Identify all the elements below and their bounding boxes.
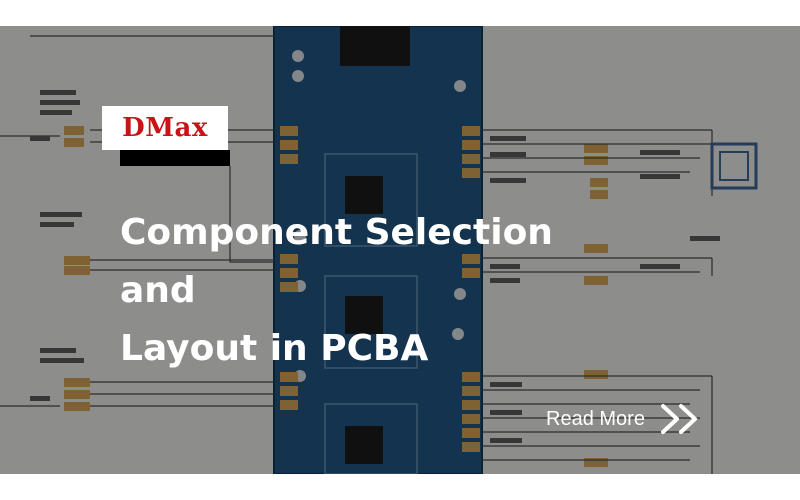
pcb-schematic-background: [0, 26, 800, 474]
title-line-3: Layout in PCBA: [120, 328, 429, 369]
dark-overlay: [0, 26, 800, 474]
logo-underbar: [120, 150, 230, 166]
read-more-label: Read More: [546, 407, 645, 430]
article-title[interactable]: Component Selection and Layout in PCBA: [120, 204, 640, 378]
logo-text: DMax: [122, 113, 208, 143]
read-more-link[interactable]: Read More: [546, 402, 703, 436]
double-chevron-right-icon: [660, 404, 697, 434]
article-card[interactable]: DMax Component Selection and Layout in P…: [0, 26, 800, 474]
title-line-2: and: [120, 270, 196, 311]
title-line-1: Component Selection: [120, 212, 553, 253]
brand-logo[interactable]: DMax: [102, 106, 228, 150]
